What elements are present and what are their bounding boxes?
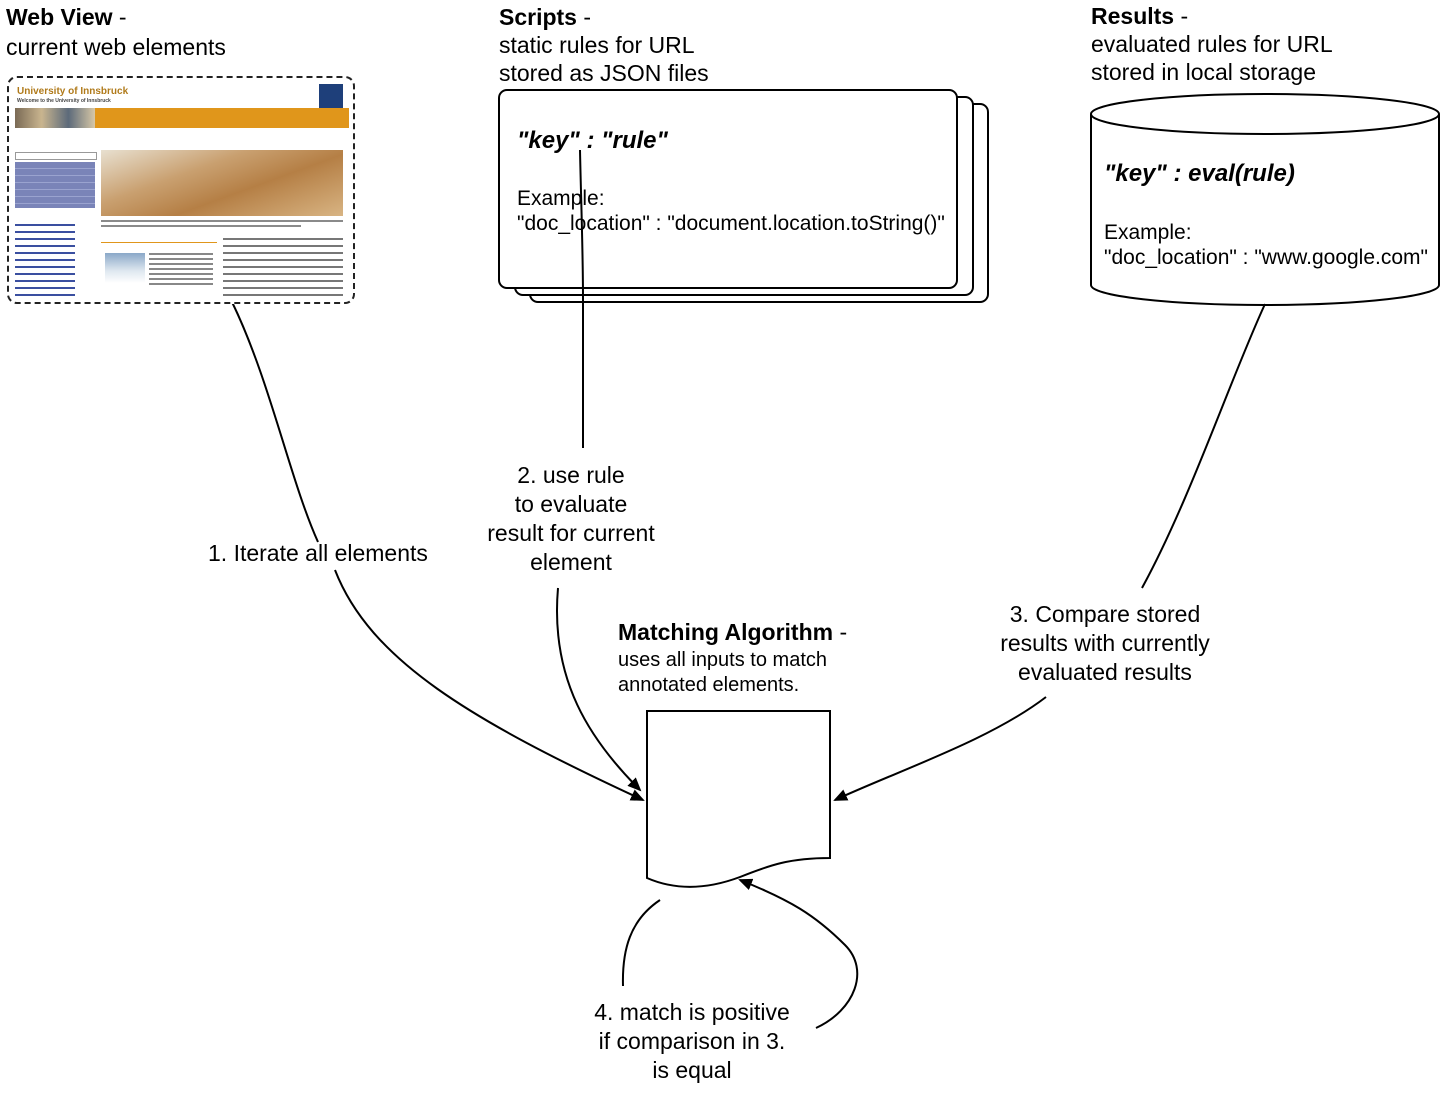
- connector-step1-upper: [231, 301, 319, 543]
- step3-label: 3. Compare stored results with currently…: [975, 600, 1235, 687]
- connector-step3-upper: [1141, 303, 1266, 589]
- step2-line3: result for current: [487, 520, 655, 546]
- connector-step1-lower: [334, 569, 645, 801]
- results-example-value: "doc_location" : "www.google.com": [1104, 246, 1428, 269]
- results-card-key: "key" : eval(rule): [1104, 160, 1295, 187]
- web-view-title: Web View: [6, 4, 113, 30]
- matching-title: Matching Algorithm: [618, 619, 834, 645]
- thumbnail-link-list: [15, 224, 75, 298]
- thumbnail-events-list: [223, 238, 343, 296]
- results-subtitle-line2: stored in local storage: [1091, 59, 1317, 85]
- thumbnail-banner: [15, 108, 349, 128]
- scripts-example-value: "doc_location" : "document.location.toSt…: [517, 212, 945, 235]
- connector-step2-lower: [556, 587, 642, 792]
- university-logo-icon: [319, 84, 343, 108]
- thumbnail-banner-image: [15, 108, 95, 128]
- web-view-subtitle: current web elements: [6, 34, 226, 60]
- step2-line4: element: [530, 549, 612, 575]
- scripts-subtitle-line2: stored as JSON files: [499, 60, 709, 86]
- scripts-subtitle-line1: static rules for URL: [499, 32, 695, 58]
- results-subtitle-line1: evaluated rules for URL: [1091, 31, 1333, 57]
- thumbnail-site-subtitle: Welcome to the University of Innsbruck: [17, 98, 111, 104]
- step3-line3: evaluated results: [1018, 659, 1192, 685]
- matching-subtitle-line1: uses all inputs to match: [618, 649, 827, 671]
- step4-line3: is equal: [652, 1057, 732, 1083]
- results-header: Results -: [1091, 2, 1188, 30]
- scripts-card-key: "key" : "rule": [517, 127, 668, 154]
- web-view-header: Web View -: [6, 3, 127, 31]
- web-view-thumbnail: University of Innsbruck Welcome to the U…: [7, 76, 355, 304]
- scripts-example-label: Example:: [517, 187, 605, 210]
- thumbnail-news-image: [105, 253, 145, 283]
- connector-step4-right: [738, 878, 859, 1029]
- scripts-header: Scripts -: [499, 3, 591, 31]
- step3-line2: results with currently: [1000, 630, 1210, 656]
- results-dash: -: [1180, 3, 1189, 29]
- connector-step2-upper: [579, 149, 584, 448]
- thumbnail-nav-menu: [15, 162, 95, 208]
- step4-line1: 4. match is positive: [594, 999, 790, 1025]
- results-database: [1090, 93, 1440, 306]
- thumbnail-search-box: [15, 152, 97, 160]
- thumbnail-news-header: [101, 234, 217, 243]
- thumbnail-text-line: [101, 225, 301, 227]
- web-view-dash: -: [118, 4, 127, 30]
- connector-step4-left: [621, 899, 661, 987]
- step2-label: 2. use rule to evaluate result for curre…: [471, 461, 671, 577]
- scripts-card-stack: [498, 89, 989, 303]
- thumbnail-text-line: [101, 220, 343, 222]
- matching-document-shape: [646, 710, 831, 888]
- matching-subtitle-line2: annotated elements.: [618, 674, 800, 696]
- results-example-label: Example:: [1104, 221, 1192, 244]
- thumbnail-site-title: University of Innsbruck: [17, 86, 129, 97]
- thumbnail-news-text: [149, 253, 213, 285]
- scripts-card-front: [498, 89, 958, 289]
- step2-line2: to evaluate: [514, 491, 628, 517]
- matching-header: Matching Algorithm -: [618, 618, 847, 646]
- scripts-dash: -: [583, 4, 592, 30]
- step4-label: 4. match is positive if comparison in 3.…: [572, 998, 812, 1085]
- thumbnail-hero-photo: [101, 150, 343, 216]
- step1-label: 1. Iterate all elements: [208, 540, 428, 566]
- step3-line1: 3. Compare stored: [1009, 601, 1201, 627]
- matching-dash: -: [839, 619, 848, 645]
- results-title: Results: [1091, 3, 1175, 29]
- step2-line1: 2. use rule: [517, 462, 625, 488]
- scripts-title: Scripts: [499, 4, 577, 30]
- connector-step3-lower: [833, 696, 1047, 801]
- step4-line2: if comparison in 3.: [598, 1028, 786, 1054]
